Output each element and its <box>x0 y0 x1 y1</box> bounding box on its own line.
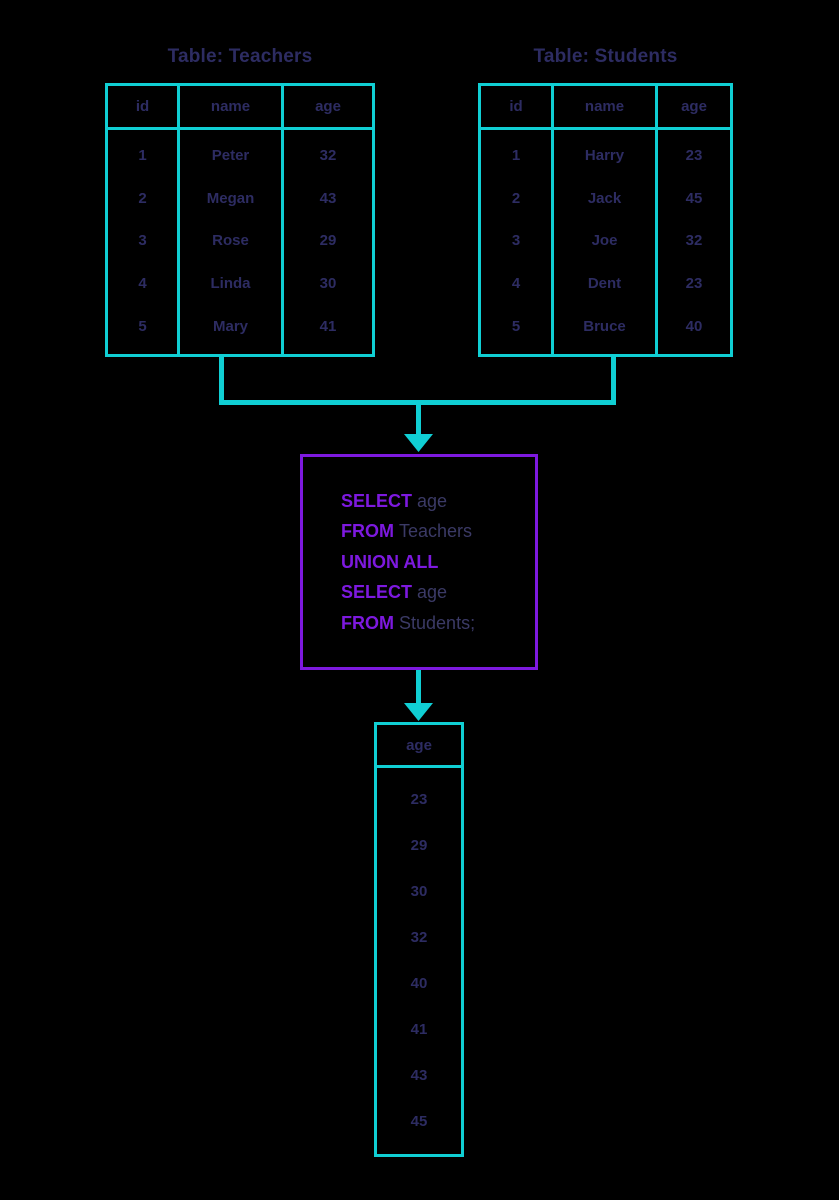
students-column-name: Harry Jack Joe Dent Bruce <box>554 130 658 354</box>
sql-line: FROM Students; <box>341 608 535 639</box>
teachers-header-name: name <box>180 86 284 127</box>
table-cell: Rose <box>212 232 249 250</box>
students-column-age: 23 45 32 23 40 <box>658 130 730 354</box>
students-header-age: age <box>681 98 707 115</box>
table-cell: 32 <box>319 146 337 164</box>
table-cell: Megan <box>206 189 255 207</box>
teachers-column-age: 32 43 29 30 41 <box>284 130 372 354</box>
sql-keyword: FROM <box>341 612 394 633</box>
table-cell: Linda <box>210 275 251 293</box>
sql-keyword: SELECT <box>341 490 413 511</box>
table-cell: 1 <box>138 146 147 164</box>
table-cell: Jack <box>587 189 622 207</box>
sql-query-box: SELECT age FROM Teachers UNION ALL SELEC… <box>300 454 538 670</box>
teachers-header-age: age <box>315 98 341 115</box>
result-header-age: age <box>377 725 461 768</box>
table-cell: 32 <box>685 232 703 250</box>
table-cell: 3 <box>511 232 521 250</box>
arrowhead-to-sql <box>404 434 433 452</box>
students-column-id: 1 2 3 4 5 <box>481 130 554 354</box>
students-table: id name age 1 2 3 4 5 Harry Jack Joe Den… <box>478 83 733 357</box>
table-cell: 1 <box>511 146 521 164</box>
teachers-header-id: id <box>108 86 180 127</box>
teachers-column-id: 1 2 3 4 5 <box>108 130 180 354</box>
result-cell: 23 <box>410 790 428 808</box>
result-cell: 32 <box>410 928 428 946</box>
sql-operand: Teachers <box>399 521 473 542</box>
result-table: age 23 29 30 32 40 41 43 45 <box>374 722 464 1157</box>
students-header-id: id <box>481 86 554 127</box>
sql-operand: Students; <box>399 612 476 633</box>
sql-keyword: UNION ALL <box>341 551 439 572</box>
table-cell: 23 <box>685 275 703 293</box>
students-body: 1 2 3 4 5 Harry Jack Joe Dent Bruce 23 4… <box>481 130 730 354</box>
students-table-title: Table: Students <box>533 46 678 67</box>
teachers-column-name: Peter Megan Rose Linda Mary <box>180 130 284 354</box>
table-cell: Mary <box>212 318 249 336</box>
result-cell: 30 <box>410 882 428 900</box>
result-cell: 40 <box>410 974 428 992</box>
sql-keyword: FROM <box>341 521 394 542</box>
table-cell: 3 <box>138 232 147 250</box>
sql-operand: age <box>417 582 448 603</box>
table-cell: Joe <box>591 232 618 250</box>
arrowhead-to-result <box>404 703 433 721</box>
result-cell: 41 <box>410 1020 428 1038</box>
teachers-table-title: Table: Teachers <box>167 46 313 67</box>
table-cell: 4 <box>511 275 521 293</box>
table-cell: Peter <box>211 146 250 164</box>
students-header-row: id name age <box>481 86 730 130</box>
sql-line: FROM Teachers <box>341 516 535 547</box>
result-cell: 45 <box>410 1112 428 1130</box>
table-cell: 2 <box>138 189 147 207</box>
students-header-name: name <box>554 86 658 127</box>
table-cell: 29 <box>319 232 337 250</box>
table-cell: 41 <box>319 318 337 336</box>
sql-line: UNION ALL <box>341 547 535 578</box>
sql-line: SELECT age <box>341 577 535 608</box>
table-cell: 2 <box>511 189 521 207</box>
table-cell: Harry <box>584 146 625 164</box>
table-cell: Dent <box>587 275 622 293</box>
table-cell: Bruce <box>583 318 626 336</box>
table-cell: 23 <box>685 146 703 164</box>
teachers-body: 1 2 3 4 5 Peter Megan Rose Linda Mary 32… <box>108 130 372 354</box>
table-cell: 5 <box>511 318 521 336</box>
table-cell: 5 <box>138 318 147 336</box>
table-cell: 40 <box>685 318 703 336</box>
table-cell: 45 <box>685 189 703 207</box>
result-cell: 29 <box>410 836 428 854</box>
table-cell: 43 <box>319 189 337 207</box>
table-cell: 4 <box>138 275 147 293</box>
result-cell: 43 <box>410 1066 428 1084</box>
sql-keyword: SELECT <box>341 582 413 603</box>
teachers-table: id name age 1 2 3 4 5 Peter Megan Rose L… <box>105 83 375 357</box>
result-body: 23 29 30 32 40 41 43 45 <box>377 768 461 1154</box>
table-cell: 30 <box>319 275 337 293</box>
teachers-header-row: id name age <box>108 86 372 130</box>
sql-operand: age <box>417 490 448 511</box>
sql-line: SELECT age <box>341 486 535 517</box>
